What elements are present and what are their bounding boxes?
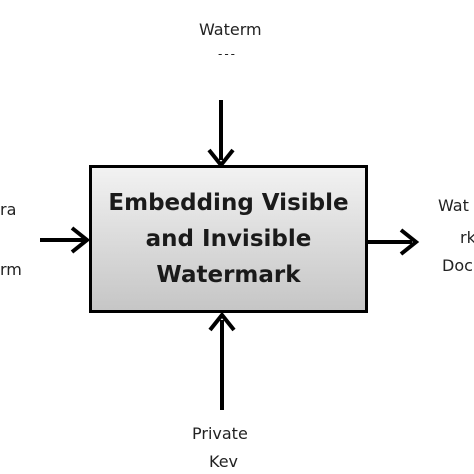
bottom-input-label-line2: Kev — [209, 452, 239, 471]
arrow-left-input — [40, 226, 91, 254]
process-title-line3: Watermark — [156, 262, 301, 288]
arrow-top-input — [207, 100, 235, 169]
embedding-process-box: Embedding Visible and Invisible Watermar… — [89, 165, 368, 313]
bottom-input-label-line1: Private — [192, 424, 248, 443]
process-title-line1: Embedding Visible — [108, 190, 349, 216]
left-input-label-line1: ra — [0, 200, 17, 219]
arrow-right-output — [368, 228, 420, 256]
process-title-line2: and Invisible — [145, 226, 312, 252]
output-label-line1: Wat — [438, 196, 469, 215]
top-input-label: Waterm — [199, 20, 262, 40]
output-label-line3: Doc — [442, 256, 473, 275]
top-input-label-line2: --- — [218, 47, 237, 61]
top-input-label-line1: Waterm — [199, 20, 262, 39]
process-title: Embedding Visible and Invisible Watermar… — [108, 185, 348, 293]
arrow-bottom-input — [208, 311, 236, 410]
top-input-label-sub: --- — [218, 44, 237, 64]
left-input-label-line2: rm — [0, 260, 22, 279]
output-label-line2: rk — [460, 228, 474, 247]
